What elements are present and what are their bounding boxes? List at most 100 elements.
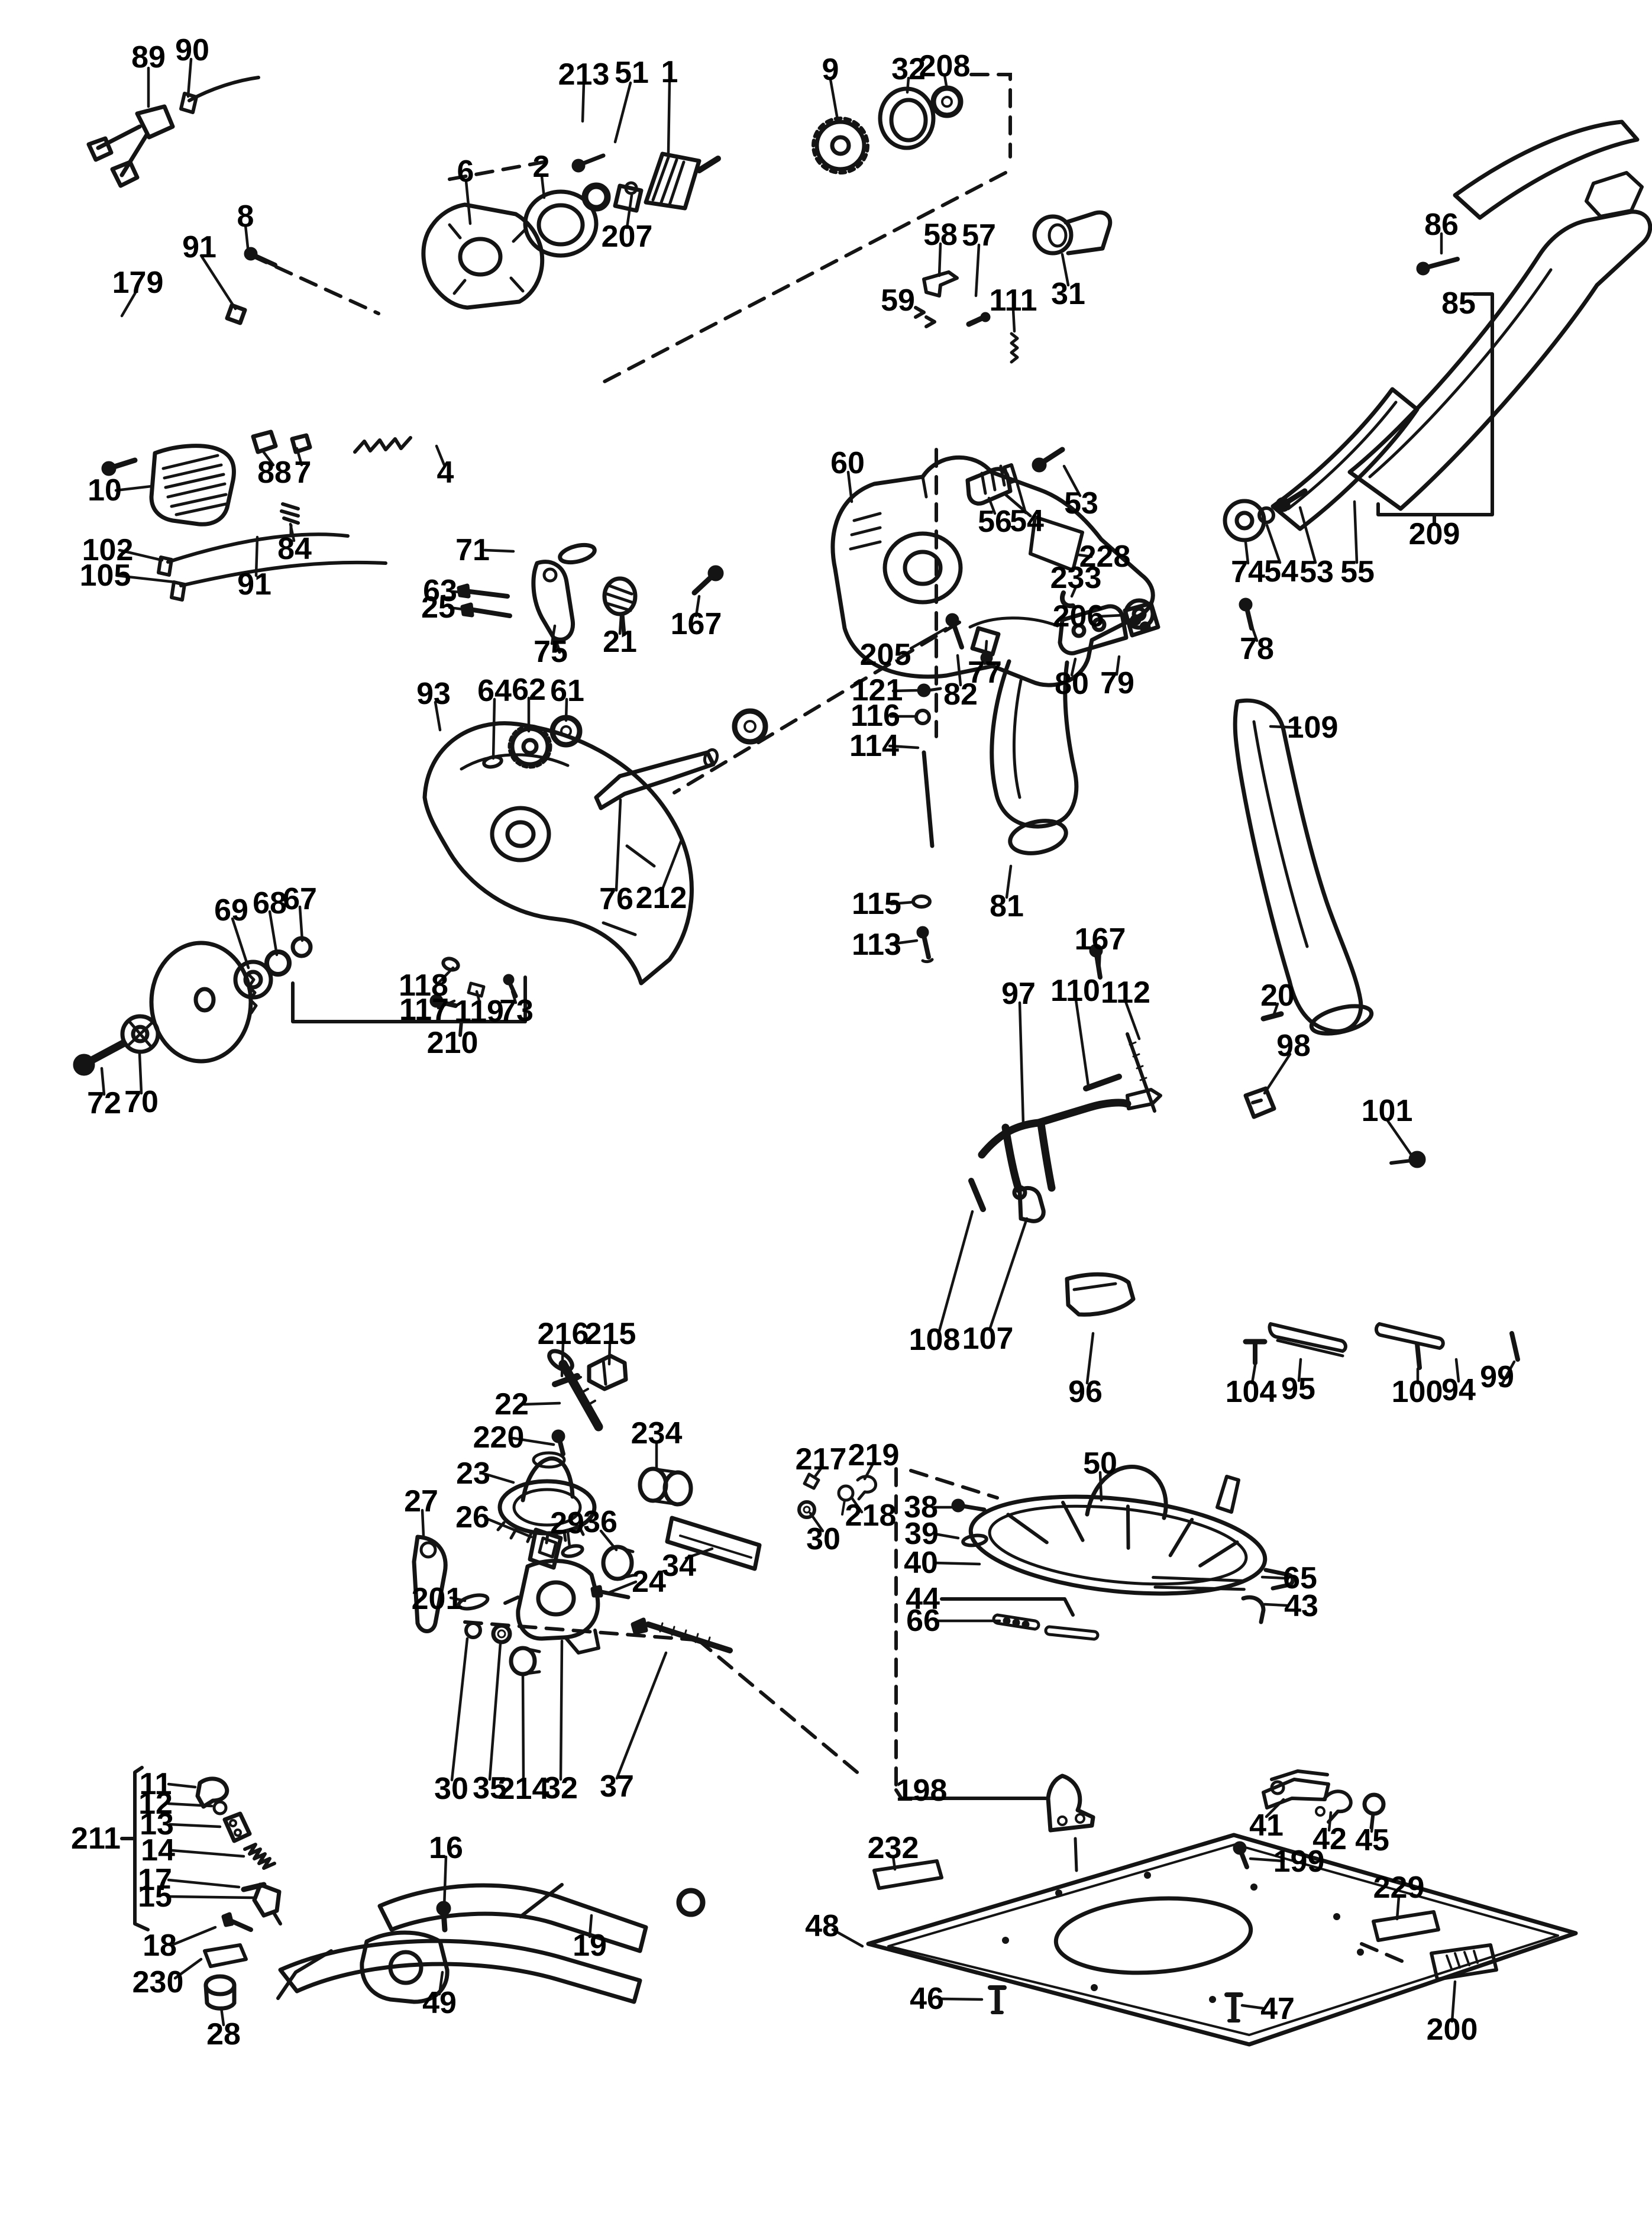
part-number-label: 13 (140, 1807, 174, 1842)
lower-guard-shape (422, 708, 768, 1008)
part-number-label: 51 (615, 56, 649, 90)
motor-armature-shape (523, 151, 721, 258)
leader-line (1265, 1798, 1285, 1818)
part-number-label: 28 (206, 2017, 241, 2052)
part-number-label: 98 (1276, 1029, 1311, 1063)
part-number-label: 230 (132, 1965, 184, 1999)
part-number-label: 64 (477, 674, 512, 708)
group-bracket (1376, 292, 1494, 516)
part-number-label: 19 (573, 1928, 607, 1963)
leader-line (448, 606, 474, 612)
part-number-label: 53 (1299, 555, 1334, 589)
part-number-label: 20 (1260, 978, 1295, 1013)
leader-line (261, 449, 275, 467)
part-number-label: 16 (429, 1831, 463, 1865)
leader-line (1115, 655, 1121, 676)
part-number-label: 114 (849, 729, 899, 763)
leader-line (1018, 1001, 1025, 1126)
part-number-label: 90 (175, 33, 209, 67)
leader-line (667, 80, 671, 154)
leader-line (464, 179, 472, 225)
leader-line (1297, 1358, 1302, 1382)
leader-line (937, 1210, 974, 1333)
part-number-label: 53 (1064, 486, 1098, 521)
leader-line (289, 522, 296, 542)
part-number-label: 78 (1240, 632, 1274, 666)
leader-line (694, 595, 701, 618)
part-number-label: 14 (141, 1833, 175, 1868)
part-number-label: 45 (1355, 1823, 1389, 1857)
part-number-label: 213 (558, 57, 610, 92)
part-number-label: 72 (87, 1086, 121, 1120)
leader-line (1395, 1895, 1401, 1921)
guard-plate-shape (951, 1465, 1295, 1641)
leader-line (1074, 998, 1090, 1088)
leader-line (219, 2006, 225, 2027)
part-number-label: 23 (456, 1456, 490, 1491)
dashed-line (250, 254, 380, 315)
leader-line (1249, 1857, 1285, 1863)
part-number-label: 70 (124, 1085, 159, 1119)
part-number-label: 212 (636, 881, 687, 915)
leader-line (1298, 506, 1317, 564)
part-number-label: 43 (1284, 1589, 1318, 1623)
leader-line (550, 624, 557, 645)
leader-line (492, 697, 496, 760)
part-number-label: 26 (455, 1500, 490, 1534)
leader-line (890, 900, 915, 906)
leader-line (244, 224, 250, 255)
part-number-label: 44 (906, 1582, 940, 1616)
leader-line (172, 1926, 217, 1946)
part-number-label: 108 (909, 1323, 961, 1357)
bevel-clamp-shape (1065, 1272, 1520, 1370)
part-number-label: 69 (214, 893, 248, 928)
leader-line (607, 1580, 638, 1594)
leader-line (522, 1401, 561, 1406)
part-number-label: 95 (1281, 1372, 1315, 1406)
part-number-label: 46 (910, 1982, 944, 2016)
leader-line (1061, 253, 1070, 287)
part-number-label: 57 (962, 218, 996, 253)
part-number-label: 233 (1050, 561, 1102, 595)
leader-line (442, 1855, 448, 1909)
leader-line (863, 1463, 874, 1481)
leader-line (933, 1532, 960, 1540)
leader-line (618, 615, 623, 635)
leader-line (298, 905, 304, 942)
leader-line (434, 966, 455, 987)
part-number-label: 209 (1409, 517, 1460, 551)
group-bracket (940, 1597, 1075, 1617)
leader-line (120, 290, 138, 318)
leader-line (625, 193, 633, 230)
part-number-label: 25 (421, 590, 455, 625)
part-number-label: 117 (399, 993, 449, 1027)
leader-line (559, 1639, 564, 1781)
leader-line (613, 81, 632, 144)
part-number-label: 9 (822, 53, 839, 87)
dashed-line (602, 171, 1007, 384)
leader-line (437, 999, 456, 1010)
part-number-label: 74 (1231, 555, 1265, 589)
part-number-label: 32 (891, 52, 926, 86)
leader-line (581, 82, 586, 123)
part-number-label: 15 (138, 1879, 172, 1914)
part-number-label: 38 (904, 1490, 938, 1524)
leader-line (254, 535, 259, 577)
leader-line (956, 654, 962, 687)
part-number-label: 40 (904, 1546, 938, 1580)
belt-guard-shape (1223, 119, 1652, 542)
part-number-label: 36 (583, 1505, 618, 1539)
leader-line (167, 1802, 214, 1808)
leader-line (988, 1217, 1029, 1332)
part-number-label: 54 (1010, 504, 1044, 538)
leader-line (421, 1508, 425, 1537)
leader-line (1385, 1118, 1414, 1158)
leader-line (1070, 657, 1077, 677)
leader-line (1260, 1575, 1288, 1580)
part-number-label: 4 (437, 455, 454, 490)
leader-line (1269, 725, 1302, 729)
leader-line (1005, 864, 1013, 899)
end-cap-shape (101, 444, 236, 526)
part-number-label: 207 (602, 219, 653, 254)
part-number-label: 113 (852, 928, 901, 962)
